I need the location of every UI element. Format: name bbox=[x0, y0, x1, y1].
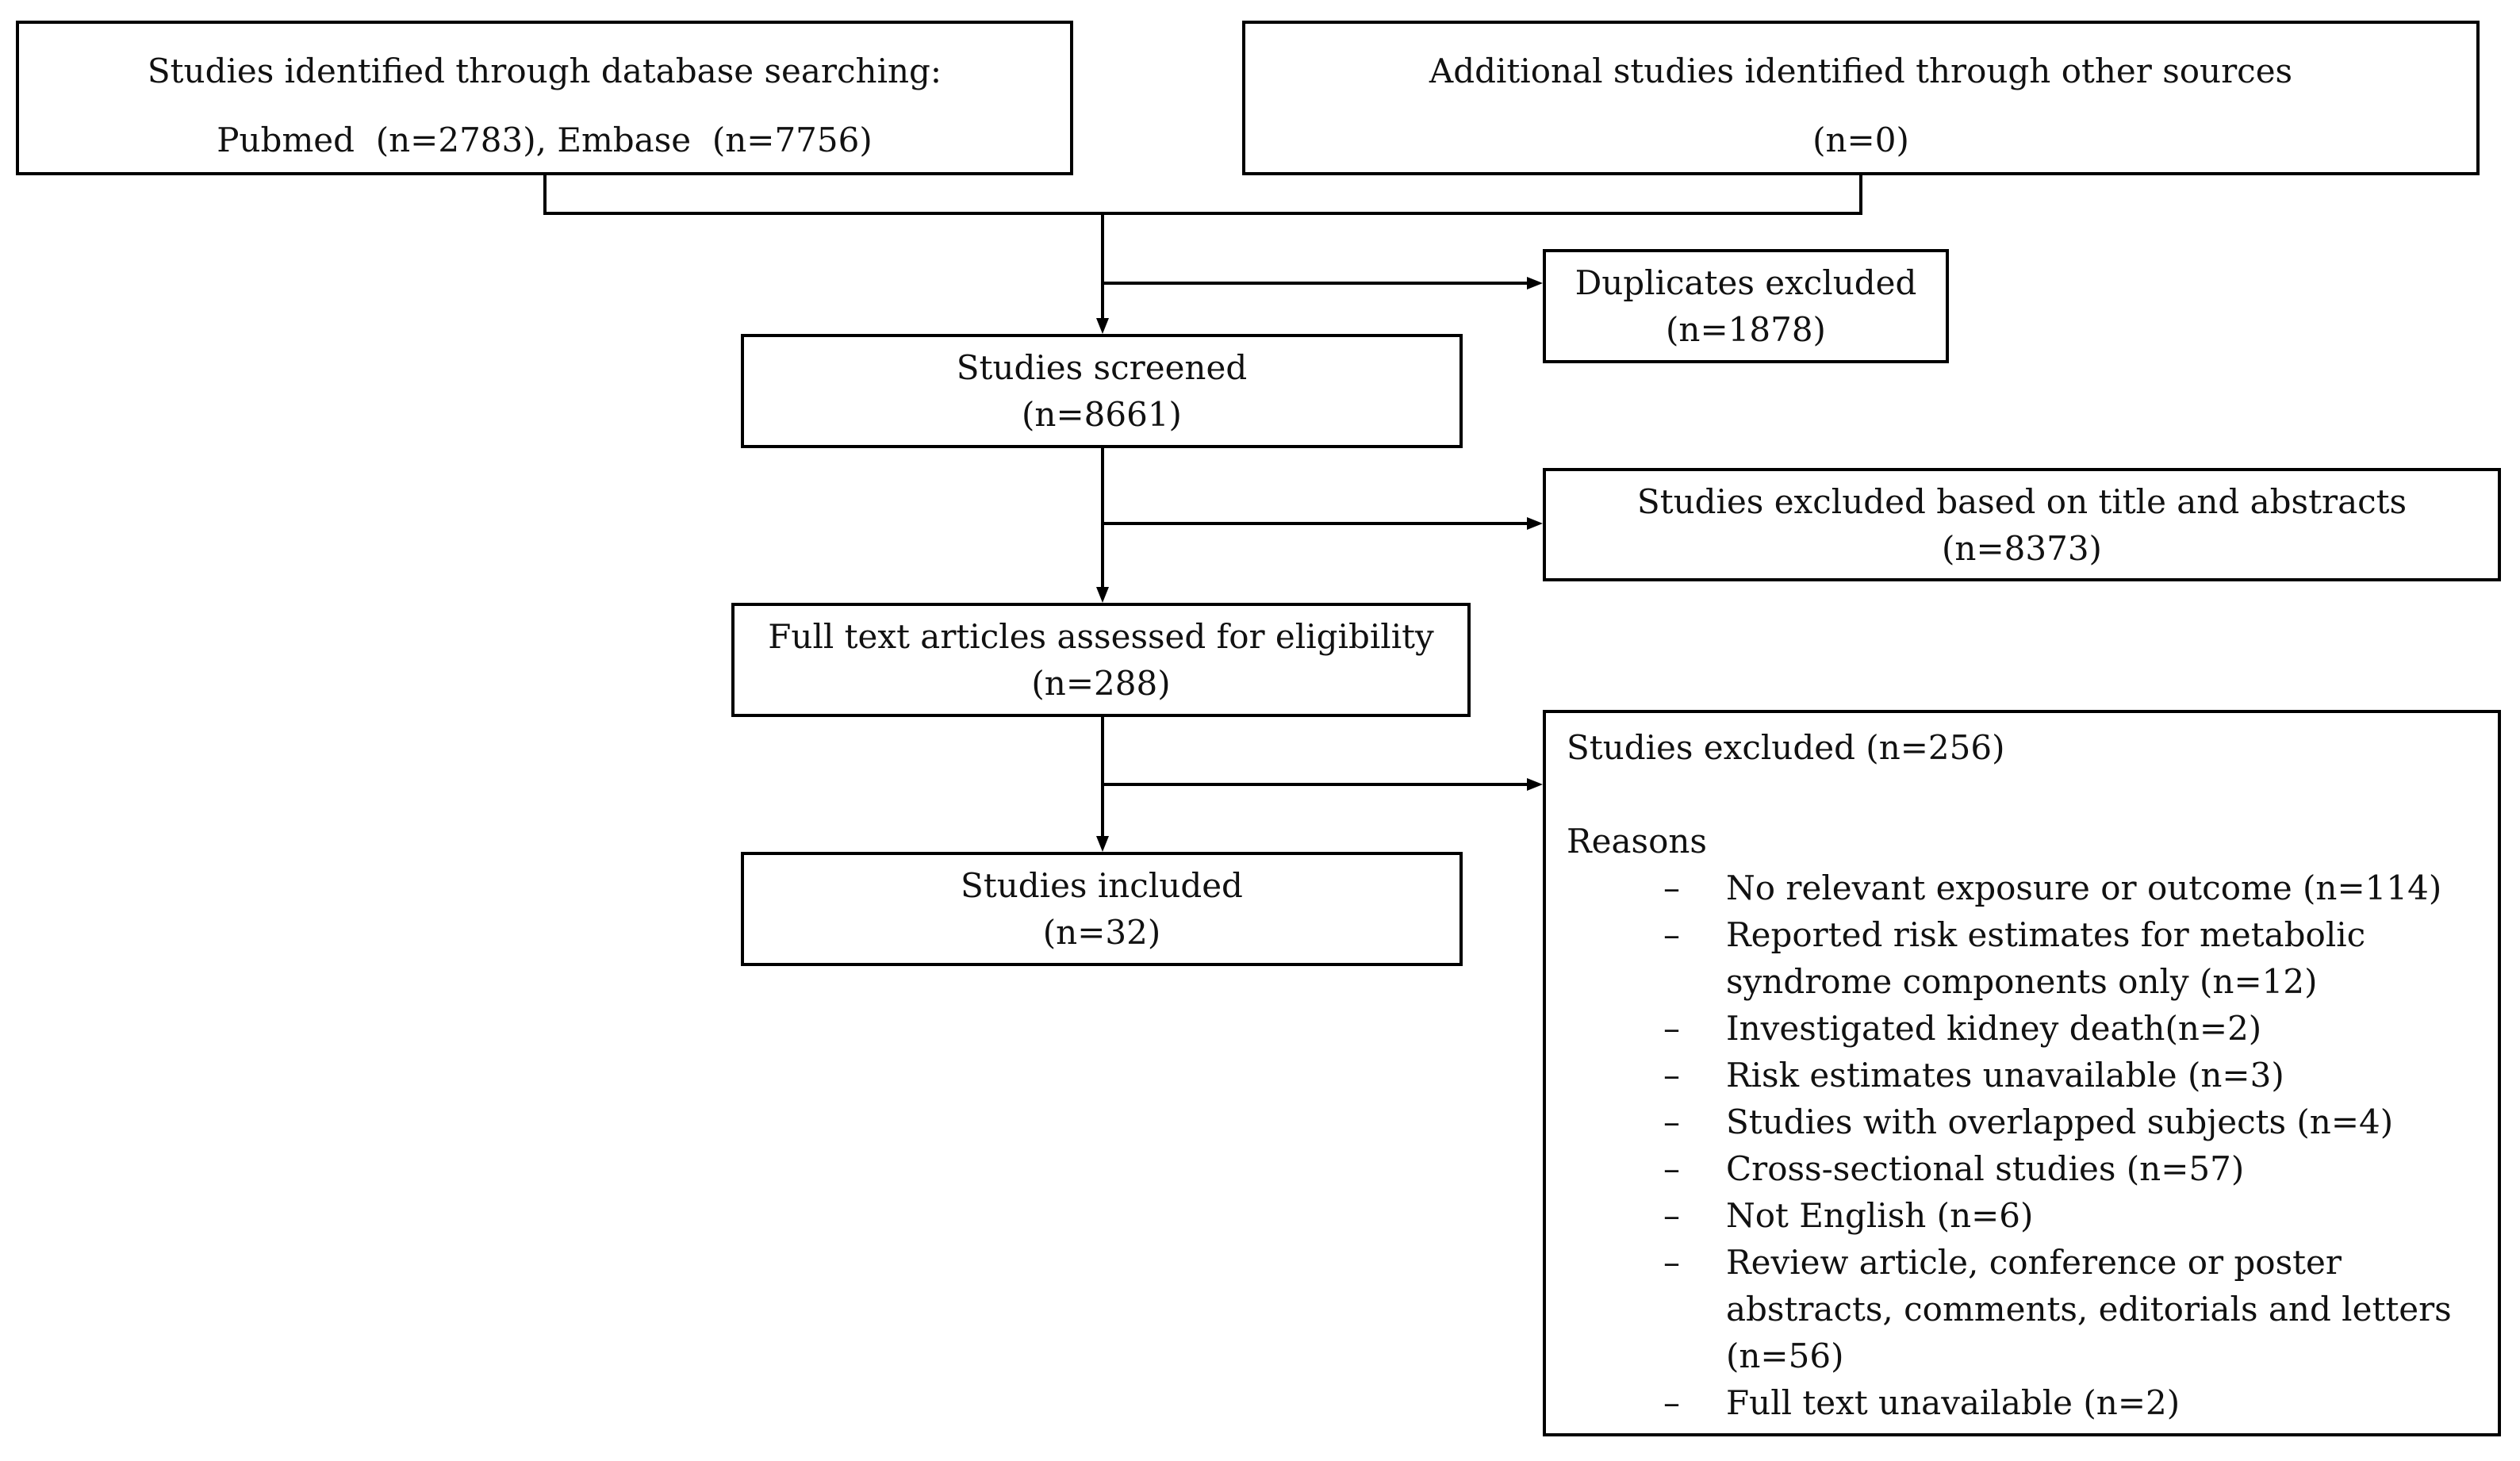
exclusion-reasons-list: – No relevant exposure or outcome (n=114… bbox=[1567, 865, 2498, 1426]
full-text-assessed-count: (n=288) bbox=[1031, 664, 1171, 703]
duplicates-excluded-box: Duplicates excluded (n=1878) bbox=[1543, 249, 1949, 363]
arrowhead-to-included bbox=[1096, 836, 1109, 852]
duplicates-excluded-title: Duplicates excluded bbox=[1575, 263, 1917, 302]
arrowhead-to-full-text bbox=[1096, 587, 1109, 603]
database-search-counts: Pubmed (n=2783), Embase (n=7756) bbox=[217, 120, 873, 159]
other-sources-title: Additional studies identified through ot… bbox=[1429, 51, 2293, 90]
studies-excluded-heading: Studies excluded (n=256) bbox=[1567, 728, 2005, 767]
studies-screened-box: Studies screened (n=8661) bbox=[741, 334, 1463, 448]
list-item: – No relevant exposure or outcome (n=114… bbox=[1567, 865, 2498, 911]
arrowhead-to-title-excluded bbox=[1527, 517, 1543, 530]
full-text-assessed-box: Full text articles assessed for eligibil… bbox=[731, 603, 1471, 717]
list-dash: – bbox=[1663, 1243, 1680, 1282]
reason-text: Cross-sectional studies (n=57) bbox=[1726, 1149, 2245, 1188]
arrowhead-to-excluded bbox=[1527, 778, 1543, 791]
list-dash: – bbox=[1663, 1196, 1680, 1235]
list-dash: – bbox=[1663, 1149, 1680, 1188]
list-dash: – bbox=[1663, 1009, 1680, 1048]
reason-text: Full text unavailable (n=2) bbox=[1726, 1383, 2181, 1422]
reason-text: Investigated kidney death(n=2) bbox=[1726, 1009, 2262, 1048]
list-dash: – bbox=[1663, 869, 1680, 907]
full-text-assessed-title: Full text articles assessed for eligibil… bbox=[768, 617, 1434, 656]
list-item: – Cross-sectional studies (n=57) bbox=[1567, 1145, 2498, 1192]
title-abstract-excluded-count: (n=8373) bbox=[1942, 528, 2102, 568]
database-search-title: Studies identified through database sear… bbox=[147, 51, 942, 90]
studies-included-count: (n=32) bbox=[1042, 913, 1161, 952]
reason-text: Studies with overlapped subjects (n=4) bbox=[1726, 1102, 2394, 1141]
list-dash: – bbox=[1663, 1102, 1680, 1141]
reason-text: Review article, conference or poster abs… bbox=[1726, 1243, 2452, 1375]
list-item: – Studies with overlapped subjects (n=4) bbox=[1567, 1099, 2498, 1145]
reason-text: Risk estimates unavailable (n=3) bbox=[1726, 1056, 2284, 1095]
studies-screened-title: Studies screened bbox=[956, 348, 1248, 387]
arrowhead-to-duplicates bbox=[1527, 277, 1543, 290]
list-item: – Risk estimates unavailable (n=3) bbox=[1567, 1052, 2498, 1099]
studies-screened-count: (n=8661) bbox=[1022, 395, 1182, 434]
arrowhead-to-screened bbox=[1096, 318, 1109, 334]
list-item: – Review article, conference or poster a… bbox=[1567, 1239, 2498, 1379]
studies-included-box: Studies included (n=32) bbox=[741, 852, 1463, 966]
studies-excluded-box: Studies excluded (n=256) Reasons – No re… bbox=[1543, 710, 2501, 1436]
duplicates-excluded-count: (n=1878) bbox=[1666, 310, 1826, 349]
list-item: – Not English (n=6) bbox=[1567, 1192, 2498, 1239]
list-dash: – bbox=[1663, 915, 1680, 954]
database-search-box: Studies identified through database sear… bbox=[16, 21, 1073, 175]
list-item: – Reported risk estimates for metabolic … bbox=[1567, 911, 2498, 1005]
list-dash: – bbox=[1663, 1383, 1680, 1422]
reason-text: No relevant exposure or outcome (n=114) bbox=[1726, 869, 2442, 907]
other-sources-count: (n=0) bbox=[1812, 120, 1909, 159]
title-abstract-excluded-box: Studies excluded based on title and abst… bbox=[1543, 468, 2501, 581]
list-item: – Investigated kidney death(n=2) bbox=[1567, 1005, 2498, 1052]
list-item: – Full text unavailable (n=2) bbox=[1567, 1379, 2498, 1426]
reasons-label: Reasons bbox=[1567, 822, 1707, 861]
other-sources-box: Additional studies identified through ot… bbox=[1242, 21, 2480, 175]
reason-text: Reported risk estimates for metabolic sy… bbox=[1726, 915, 2366, 1001]
reason-text: Not English (n=6) bbox=[1726, 1196, 2034, 1235]
studies-included-title: Studies included bbox=[961, 866, 1243, 905]
title-abstract-excluded-title: Studies excluded based on title and abst… bbox=[1636, 481, 2407, 521]
list-dash: – bbox=[1663, 1056, 1680, 1095]
